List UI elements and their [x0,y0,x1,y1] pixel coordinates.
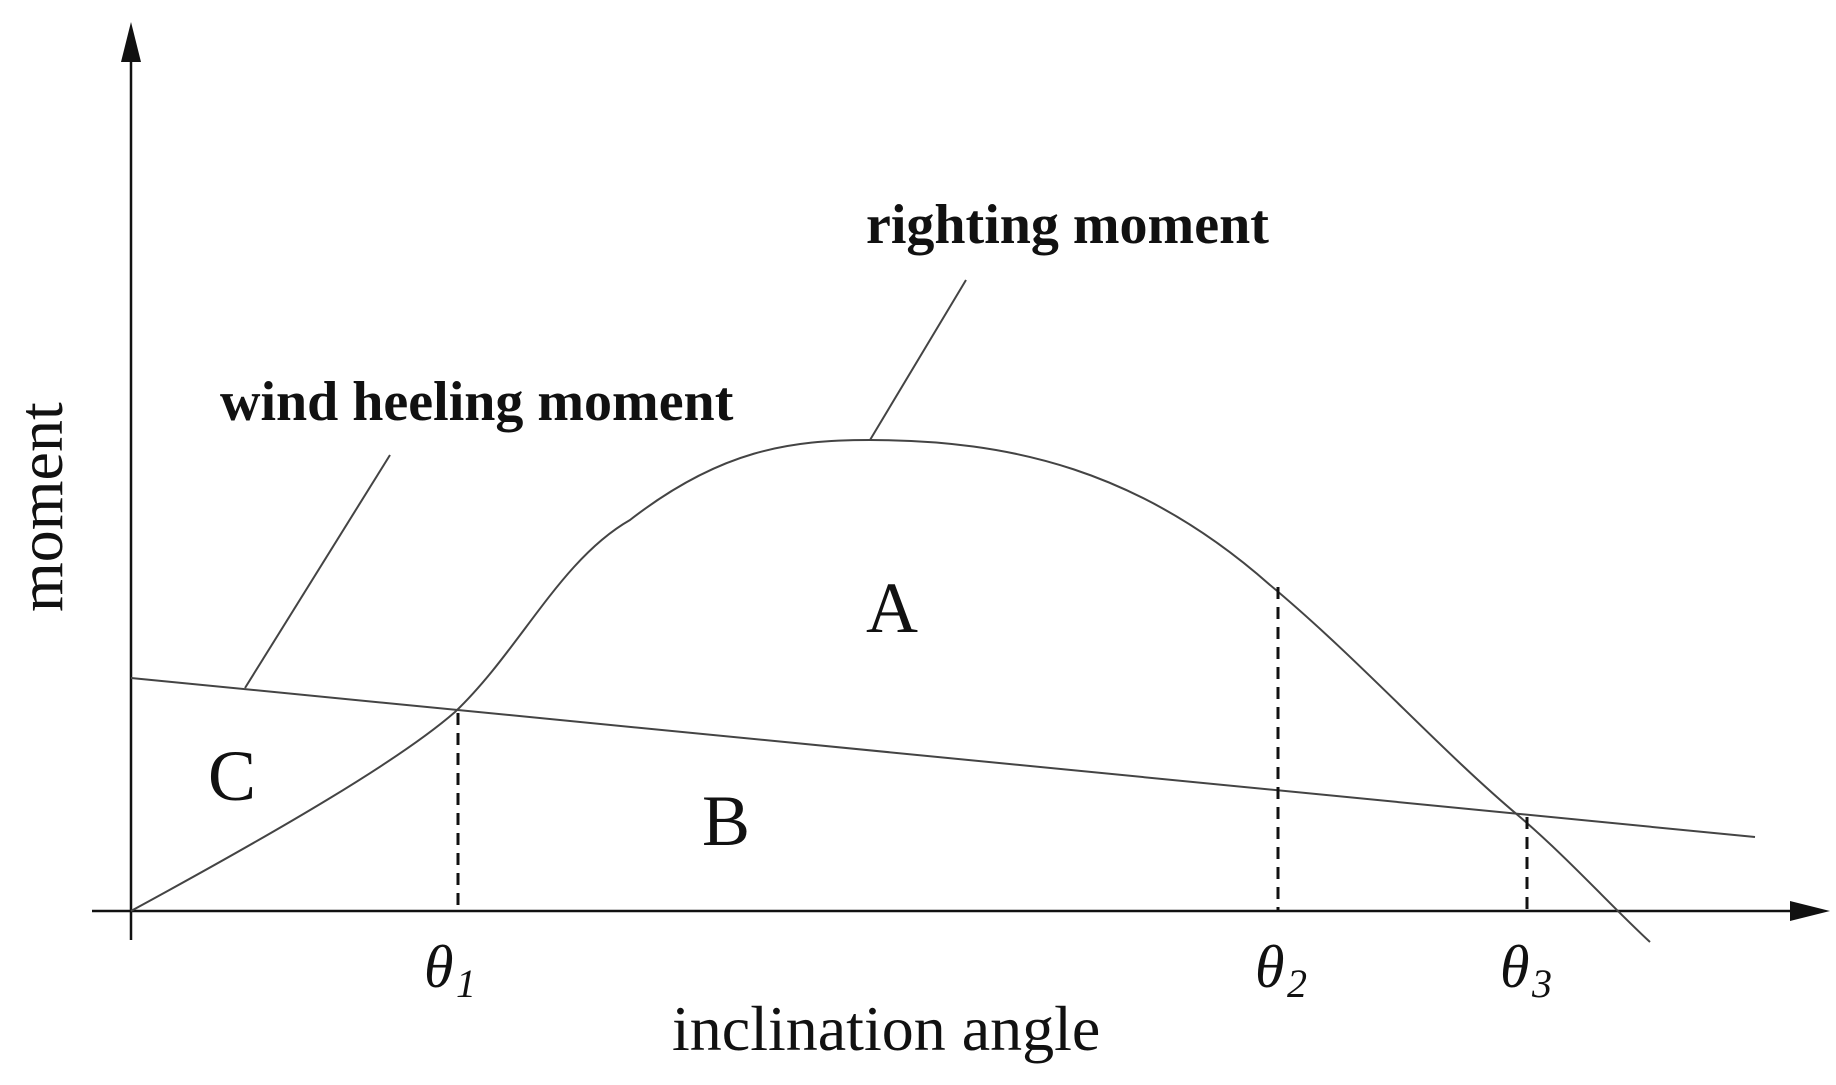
theta2-subscript: 2 [1287,961,1307,1006]
theta2-marker: θ 2 [1255,934,1307,1006]
theta1-marker: θ 1 [424,934,476,1006]
theta1-symbol: θ [424,934,453,1000]
righting-moment-curve [130,438,1651,943]
wind-heeling-moment-line [130,677,1756,838]
y-axis-label: moment [5,402,76,612]
theta3-symbol: θ [1500,934,1529,1000]
x-axis-label: inclination angle [672,993,1100,1064]
x-axis-arrow [1790,901,1830,921]
theta3-subscript: 3 [1531,961,1552,1006]
righting-moment-label: righting moment [866,194,1269,256]
y-axis-arrow [121,22,141,62]
region-b-label: B [702,781,750,861]
region-a-label: A [866,568,918,648]
wind-heeling-moment-label: wind heeling moment [220,371,734,433]
theta1-subscript: 1 [456,961,476,1006]
righting-moment-leader-line [869,279,967,441]
theta2-symbol: θ [1255,934,1284,1000]
theta3-marker: θ 3 [1500,934,1552,1006]
region-c-label: C [208,736,256,816]
wind-heeling-leader-line [244,454,391,689]
